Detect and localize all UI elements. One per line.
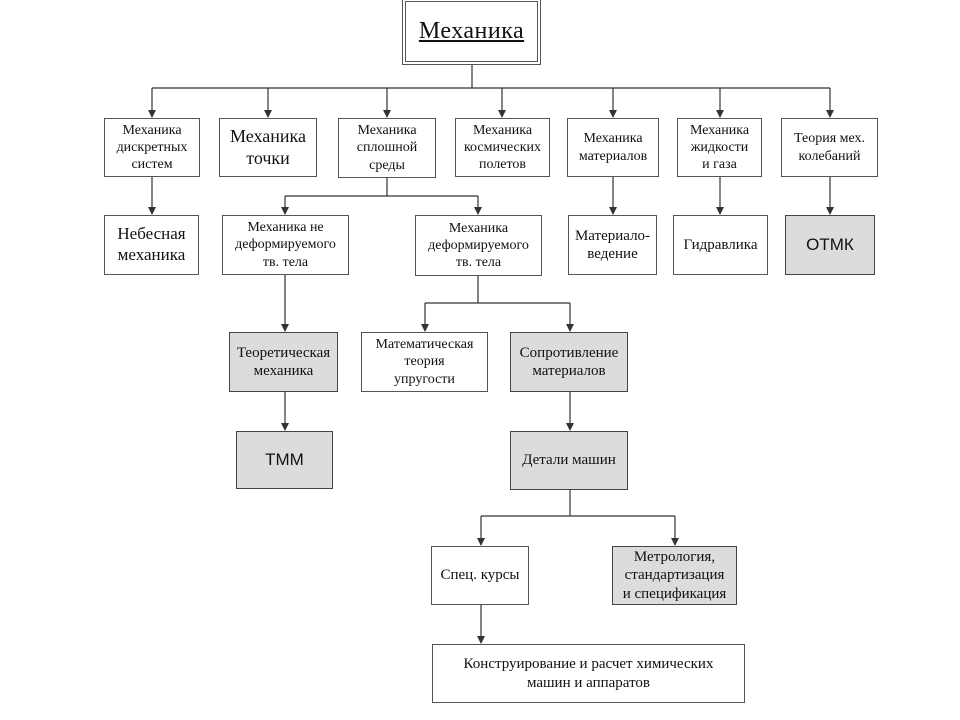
node-tmm: ТММ (236, 431, 333, 489)
node-label: Конструирование и расчет химических маши… (463, 656, 714, 691)
node-elasticity-theory: Математическая теория упругости (361, 332, 488, 392)
node-fluid-gas-mechanics: Механика жидкости и газа (677, 118, 762, 177)
node-point-mechanics: Механика точки (219, 118, 317, 177)
node-label: Механика космических полетов (463, 122, 542, 173)
node-chemical-machine-design: Конструирование и расчет химических маши… (432, 644, 745, 703)
root-label: Механика (418, 17, 525, 44)
node-strength-of-materials: Сопротивление материалов (510, 332, 628, 392)
node-space-flight-mechanics: Механика космических полетов (455, 118, 550, 177)
node-label: Спец. курсы (440, 567, 520, 584)
node-label: Механика дискретных систем (116, 122, 188, 173)
node-otmk: ОТМК (785, 215, 875, 275)
node-label: Гидравлика (683, 236, 758, 253)
node-theoretical-mechanics: Теоретическая механика (229, 332, 338, 392)
node-label: Механика сплошной среды (356, 123, 418, 173)
node-label: Метрология, стандартизация и спецификаци… (622, 549, 727, 602)
node-label: Сопротивление материалов (519, 344, 619, 379)
node-label: Механика материалов (578, 131, 648, 164)
node-celestial-mechanics: Небесная механика (104, 215, 199, 275)
node-vibration-theory: Теория мех. колебаний (781, 118, 878, 177)
node-label: Детали машин (522, 452, 616, 469)
root-node-mechanics: Механика (405, 1, 538, 62)
node-label: Теоретическая механика (236, 344, 331, 379)
node-materials-science: Материало- ведение (568, 215, 657, 275)
node-label: Механика деформируемого тв. тела (428, 220, 529, 271)
node-label: ТММ (265, 449, 304, 469)
node-hydraulics: Гидравлика (673, 215, 768, 275)
node-label: ОТМК (806, 234, 854, 254)
node-continuum-mechanics: Механика сплошной среды (338, 118, 436, 178)
node-label: Механика жидкости и газа (689, 122, 750, 173)
node-machine-parts: Детали машин (510, 431, 628, 490)
node-label: Механика точки (230, 125, 306, 168)
node-discrete-systems: Механика дискретных систем (104, 118, 200, 177)
node-label: Механика не деформируемого тв. тела (235, 220, 336, 270)
node-special-courses: Спец. курсы (431, 546, 529, 605)
node-deformable-body-mechanics: Механика деформируемого тв. тела (415, 215, 542, 276)
node-label: Небесная механика (117, 224, 186, 264)
node-rigid-body-mechanics: Механика не деформируемого тв. тела (222, 215, 349, 275)
node-metrology: Метрология, стандартизация и спецификаци… (612, 546, 737, 605)
node-label: Теория мех. колебаний (793, 131, 866, 164)
node-label: Математическая теория упругости (375, 337, 474, 387)
node-materials-mechanics: Механика материалов (567, 118, 659, 177)
node-label: Материало- ведение (574, 227, 651, 262)
